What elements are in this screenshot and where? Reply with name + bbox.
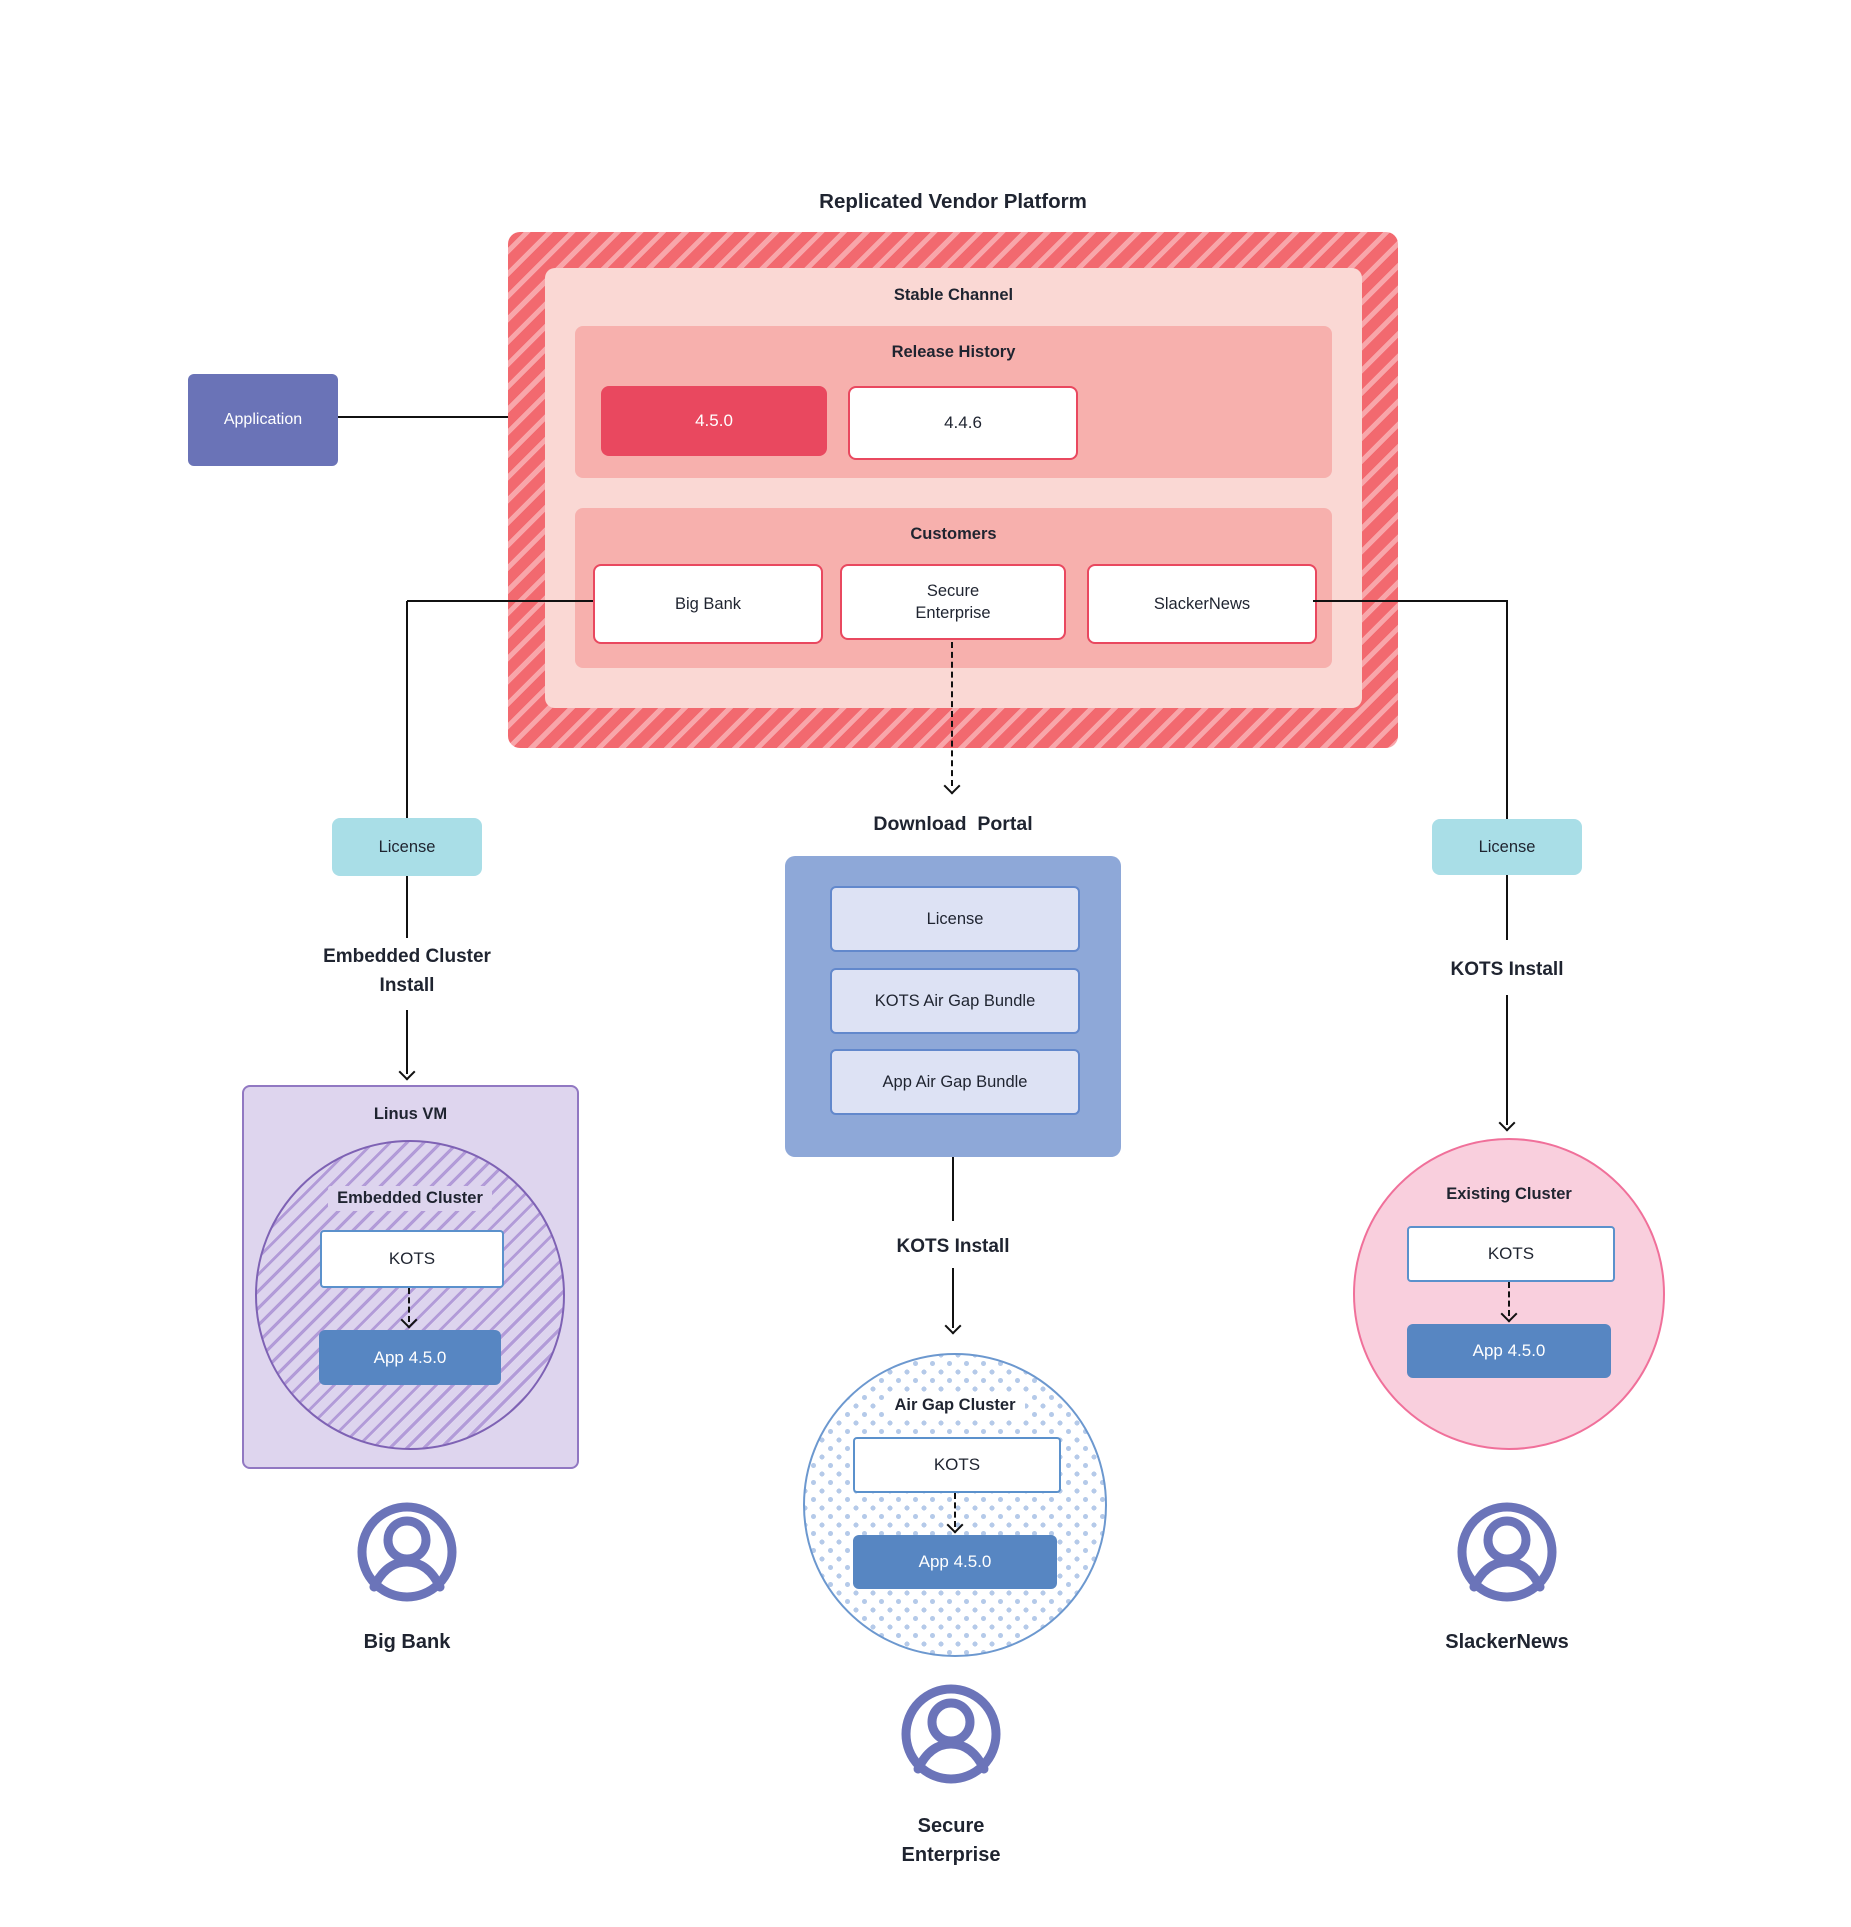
- user-icon: [352, 1498, 462, 1608]
- big-bank-connector-v3: [406, 1010, 408, 1074]
- download-portal-label: Download Portal: [873, 813, 1033, 835]
- slackernews-connector-v2: [1506, 875, 1508, 940]
- release-history-label: Release History: [891, 342, 1016, 361]
- portal-connector-v: [952, 1157, 954, 1221]
- customer-big-bank-node: Big Bank: [593, 564, 823, 644]
- big-bank-connector-v2: [406, 876, 408, 938]
- slackernews-kots-node: KOTS: [1407, 1226, 1615, 1282]
- application-node: Application: [188, 374, 338, 466]
- customers-box: Customers Big Bank Secure Enterprise Sla…: [575, 508, 1332, 668]
- release-446-node: 4.4.6: [848, 386, 1078, 460]
- embedded-cluster-install-label: Embedded Cluster Install: [323, 946, 491, 996]
- stable-channel-box: Stable Channel Release History 4.5.0 4.4…: [545, 268, 1362, 708]
- slackernews-name-label: SlackerNews: [1445, 1631, 1569, 1653]
- kots-install-label-middle: KOTS Install: [896, 1236, 1010, 1257]
- application-arrow-line: [338, 416, 590, 418]
- existing-cluster-circle: Existing Cluster KOTS App 4.5.0: [1353, 1138, 1665, 1450]
- user-icon: [896, 1680, 1006, 1790]
- slackernews-connector-h: [1313, 600, 1508, 602]
- slackernews-arrow-v: [1506, 995, 1508, 1125]
- slackernews-kots-dashed-line: [1508, 1282, 1510, 1316]
- portal-app-bundle-node: App Air Gap Bundle: [830, 1049, 1080, 1115]
- portal-kots-bundle-node: KOTS Air Gap Bundle: [830, 968, 1080, 1034]
- big-bank-connector-v1: [406, 601, 408, 818]
- slackernews-connector-v1: [1506, 601, 1508, 819]
- embedded-cluster-circle: Embedded Cluster KOTS App 4.5.0: [255, 1140, 565, 1450]
- slackernews-license-node: License: [1432, 819, 1582, 875]
- stable-channel-label: Stable Channel: [893, 285, 1014, 304]
- customer-slackernews-node: SlackerNews: [1087, 564, 1317, 644]
- portal-arrow-v: [952, 1268, 954, 1328]
- secure-enterprise-app-node: App 4.5.0: [853, 1535, 1057, 1589]
- secure-enterprise-kots-dashed-line: [954, 1493, 956, 1527]
- linus-vm-label: Linus VM: [373, 1104, 448, 1123]
- existing-cluster-label: Existing Cluster: [1446, 1184, 1572, 1203]
- vendor-platform-container: Stable Channel Release History 4.5.0 4.4…: [508, 232, 1398, 748]
- big-bank-connector-h: [407, 600, 593, 602]
- release-450-node: 4.5.0: [601, 386, 827, 456]
- arrow-head-down-icon: [400, 1311, 418, 1329]
- arrow-head-down-icon: [946, 1516, 964, 1534]
- user-icon: [1452, 1498, 1562, 1608]
- portal-license-node: License: [830, 886, 1080, 952]
- air-gap-cluster-circle: Air Gap Cluster KOTS App 4.5.0: [803, 1353, 1107, 1657]
- secure-enterprise-kots-node: KOTS: [853, 1437, 1061, 1493]
- customers-label: Customers: [910, 524, 997, 543]
- big-bank-kots-node: KOTS: [320, 1230, 504, 1288]
- arrow-head-down-icon: [943, 777, 961, 795]
- kots-install-label-right: KOTS Install: [1450, 959, 1564, 980]
- application-label: Application: [223, 411, 303, 428]
- secure-enterprise-name-label: Secure Enterprise: [901, 1815, 1001, 1866]
- big-bank-license-node: License: [332, 818, 482, 876]
- release-history-box: Release History 4.5.0 4.4.6: [575, 326, 1332, 478]
- big-bank-kots-dashed-line: [408, 1288, 410, 1322]
- big-bank-name-label: Big Bank: [363, 1631, 451, 1653]
- secure-enterprise-dashed-line: [951, 642, 953, 786]
- arrow-head-down-icon: [398, 1063, 416, 1081]
- download-portal-box: License KOTS Air Gap Bundle App Air Gap …: [785, 856, 1121, 1157]
- arrow-head-down-icon: [944, 1317, 962, 1335]
- slackernews-app-node: App 4.5.0: [1407, 1324, 1611, 1378]
- air-gap-cluster-label: Air Gap Cluster: [885, 1392, 1025, 1418]
- diagram-title: Replicated Vendor Platform: [819, 190, 1087, 213]
- embedded-cluster-label: Embedded Cluster: [328, 1185, 492, 1211]
- arrow-head-down-icon: [1500, 1305, 1518, 1323]
- big-bank-app-node: App 4.5.0: [319, 1330, 501, 1385]
- linus-vm-box: Linus VM Embedded Cluster KOTS App 4.5.0: [242, 1085, 579, 1469]
- arrow-head-down-icon: [1498, 1114, 1516, 1132]
- customer-secure-enterprise-node: Secure Enterprise: [840, 564, 1066, 640]
